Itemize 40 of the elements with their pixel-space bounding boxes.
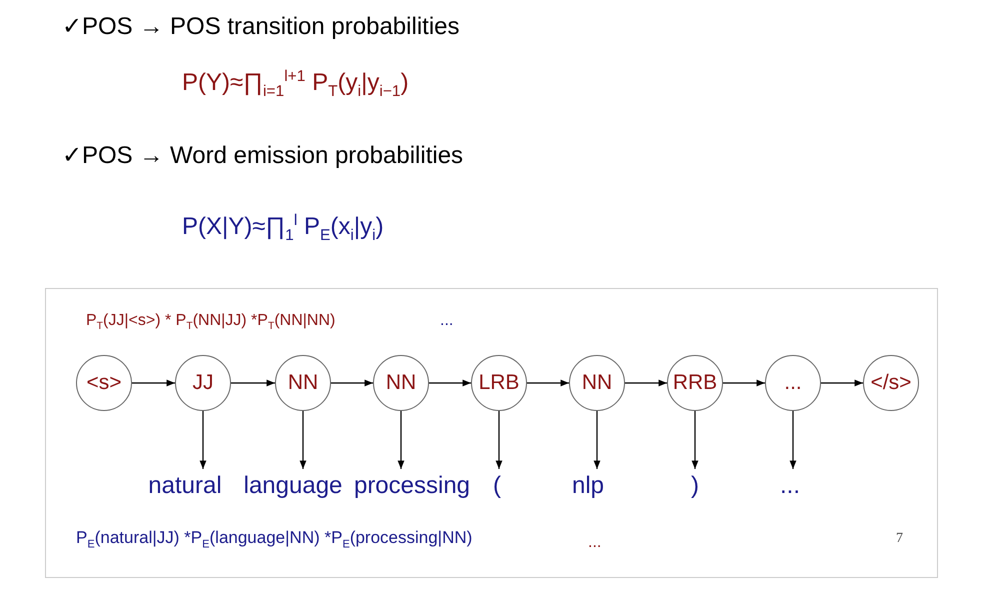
arrow	[692, 411, 698, 469]
state-circle: <s>	[76, 355, 132, 411]
state-circle: </s>	[863, 355, 919, 411]
word-label: language	[244, 472, 342, 500]
arrow	[132, 380, 175, 386]
state-circle: NN	[373, 355, 429, 411]
arrow	[527, 380, 569, 386]
state-circle: LRB	[471, 355, 527, 411]
arrow	[429, 380, 471, 386]
state-circle: JJ	[175, 355, 231, 411]
equation-text: P$_{T}$(JJ|<s>) * P$_{T}$(NN|JJ) *P$_{T}$(NN|NN)	[86, 312, 336, 332]
word-label: (	[493, 472, 501, 500]
arrow	[300, 411, 306, 469]
page-number: 7	[896, 531, 903, 547]
formula: P(X|Y)≈∏$_{1}$$^{l}$ P$_{E}$(x$_{i}$|y$_{i}$)	[182, 212, 384, 245]
arrow	[723, 380, 765, 386]
ellipsis-text: ...	[588, 534, 602, 552]
heading: ✓POS → POS transition probabilities	[62, 12, 460, 41]
arrow	[625, 380, 667, 386]
state-circle: RRB	[667, 355, 723, 411]
arrow	[200, 411, 206, 469]
arrow	[594, 411, 600, 469]
state-circle: NN	[275, 355, 331, 411]
word-label: ...	[780, 472, 800, 500]
arrow	[331, 380, 373, 386]
heading: ✓POS → Word emission probabilities	[62, 141, 464, 170]
arrow	[496, 411, 502, 469]
formula: P(Y)≈∏$_{i=1}$$^{l+1}$ P$_{T}$(y$_{i}$|y$_{i−1}$)	[182, 68, 409, 101]
word-label: natural	[148, 472, 222, 500]
arrow	[231, 380, 275, 386]
arrow	[790, 411, 796, 469]
state-circle: NN	[569, 355, 625, 411]
word-label: nlp	[572, 472, 604, 500]
word-label: )	[691, 472, 699, 500]
equation-text: P$_{E}$(natural|JJ) *P$_{E}$(language|NN) *P$_{E}$(processing|NN)	[76, 528, 472, 550]
state-circle: ...	[765, 355, 821, 411]
word-label: processing	[354, 472, 470, 500]
ellipsis-text: ...	[440, 312, 454, 330]
arrow	[398, 411, 404, 469]
arrow	[821, 380, 863, 386]
